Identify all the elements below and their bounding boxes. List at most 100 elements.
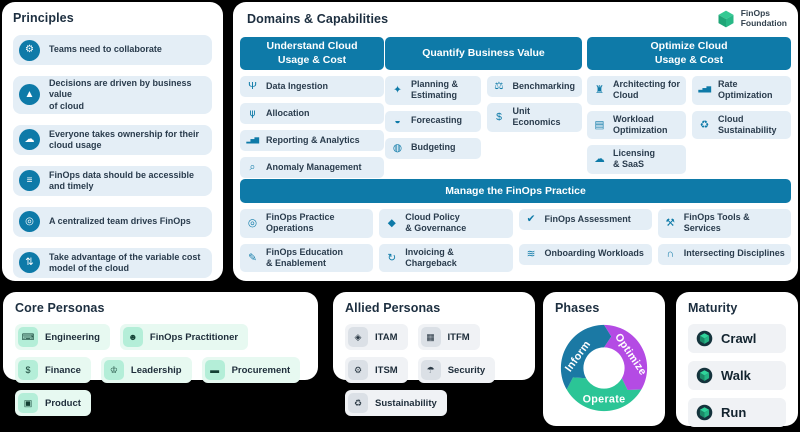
capability-finops-assessment[interactable]: ✔ FinOps Assessment bbox=[518, 209, 652, 230]
phase-segment-optimize[interactable] bbox=[604, 324, 648, 391]
capability-architecting-cloud[interactable]: ♜ Architecting for Cloud bbox=[587, 76, 686, 105]
principle-label: Take advantage of the variable cost mode… bbox=[49, 251, 201, 273]
capability-practice-operations[interactable]: ◎ FinOps Practice Operations bbox=[240, 209, 374, 238]
phase-label-operate: Operate bbox=[583, 393, 626, 405]
finops-cube-icon bbox=[718, 10, 734, 28]
maturity-walk[interactable]: Walk bbox=[688, 361, 786, 390]
maturity-cube-icon bbox=[696, 367, 713, 384]
itfm-icon: ▦ bbox=[420, 327, 441, 347]
persona-leadership[interactable]: ♔ Leadership bbox=[100, 357, 192, 383]
anomaly-management-icon: ⌕ bbox=[249, 161, 256, 174]
principle-data-accessible: ≡ FinOps data should be accessible and t… bbox=[13, 165, 212, 196]
capability-education-enablement[interactable]: ✎ FinOps Education & Enablement bbox=[240, 243, 374, 272]
capability-planning-estimating[interactable]: ✦ Planning & Estimating bbox=[385, 76, 481, 105]
persona-finance[interactable]: $ Finance bbox=[15, 357, 91, 383]
principles-list: ⚙ Teams need to collaborate ▲ Decisions … bbox=[13, 35, 212, 278]
capability-allocation[interactable]: ⋔ Allocation bbox=[240, 103, 384, 124]
capability-cloud-sustainability[interactable]: ♻ Cloud Sustainability bbox=[692, 110, 791, 139]
manage-practice-items: ◎ FinOps Practice Operations ◆ Cloud Pol… bbox=[240, 209, 791, 272]
optimize-items: ♜ Architecting for Cloud ▤ Workload Opti… bbox=[587, 76, 791, 174]
procurement-icon: ▬ bbox=[204, 360, 225, 380]
principle-ownership: ☁ Everyone takes ownership for their clo… bbox=[13, 124, 212, 155]
leadership-icon: ♔ bbox=[103, 360, 124, 380]
maturity-run[interactable]: Run bbox=[688, 398, 786, 427]
phases-title: Phases bbox=[555, 301, 600, 315]
policy-governance-icon: ◆ bbox=[387, 217, 396, 229]
capability-intersecting-disciplines[interactable]: ∩ Intersecting Disciplines bbox=[657, 243, 791, 265]
persona-itfm[interactable]: ▦ ITFM bbox=[417, 324, 480, 350]
allied-personas-list: ◈ ITAM ▦ ITFM ⚙ ITSM ☂ Security ♻ Sustai… bbox=[345, 324, 523, 416]
persona-label: Leadership bbox=[130, 364, 182, 376]
capability-policy-governance[interactable]: ◆ Cloud Policy & Governance bbox=[379, 209, 513, 238]
quantify-right-subcolumn: ⚖ Benchmarking $ Unit Economics bbox=[486, 76, 582, 159]
capability-reporting-analytics[interactable]: ▂▅▇ Reporting & Analytics bbox=[240, 130, 384, 151]
maturity-cube-icon bbox=[696, 330, 713, 347]
capability-budgeting[interactable]: ◍ Budgeting bbox=[385, 137, 481, 159]
principle-label: Everyone takes ownership for their cloud… bbox=[49, 128, 200, 150]
capability-label: Budgeting bbox=[411, 142, 456, 153]
maturity-list: Crawl Walk Run bbox=[688, 324, 786, 427]
capability-data-ingestion[interactable]: Ψ Data Ingestion bbox=[240, 76, 384, 97]
manage-practice-section: Manage the FinOps Practice ◎ FinOps Prac… bbox=[240, 179, 791, 272]
forecasting-icon: ◒ bbox=[394, 114, 401, 127]
persona-sustainability[interactable]: ♻ Sustainability bbox=[345, 390, 447, 416]
allied-personas-card: Allied Personas ◈ ITAM ▦ ITFM ⚙ ITSM ☂ S… bbox=[333, 292, 535, 416]
allocation-icon: ⋔ bbox=[248, 107, 257, 120]
capability-label: FinOps Education & Enablement bbox=[266, 246, 344, 268]
reporting-analytics-icon: ▂▅▇ bbox=[246, 137, 259, 144]
capability-workload-optimization[interactable]: ▤ Workload Optimization bbox=[587, 110, 686, 139]
domains-capabilities-card: Domains & Capabilities FinOps Foundation… bbox=[233, 2, 798, 281]
understand-header: Understand Cloud Usage & Cost bbox=[240, 37, 384, 70]
security-icon: ☂ bbox=[420, 360, 441, 380]
capability-anomaly-management[interactable]: ⌕ Anomaly Management bbox=[240, 157, 384, 178]
phases-cycle-chart: Inform Optimize Operate bbox=[560, 324, 649, 412]
capability-benchmarking[interactable]: ⚖ Benchmarking bbox=[486, 76, 582, 97]
quantify-header: Quantify Business Value bbox=[385, 37, 582, 70]
persona-label: ITSM bbox=[375, 364, 398, 376]
principle-centralized-team: ◎ A centralized team drives FinOps bbox=[13, 206, 212, 237]
principle-label: FinOps data should be accessible and tim… bbox=[49, 169, 195, 191]
capability-label: Reporting & Analytics bbox=[266, 134, 360, 145]
data-accessible-icon: ≡ bbox=[19, 170, 40, 192]
capability-rate-optimization[interactable]: ▃▅▇ Rate Optimization bbox=[692, 76, 791, 105]
capability-label: Anomaly Management bbox=[266, 161, 362, 172]
capability-invoicing-chargeback[interactable]: ↻ Invoicing & Chargeback bbox=[379, 243, 513, 272]
capability-label: Licensing & SaaS bbox=[613, 148, 656, 170]
assessment-icon: ✔ bbox=[526, 213, 536, 226]
principle-label: Teams need to collaborate bbox=[49, 44, 162, 55]
engineering-icon: ⌨ bbox=[18, 327, 38, 347]
maturity-title: Maturity bbox=[688, 301, 738, 315]
understand-items: Ψ Data Ingestion ⋔ Allocation ▂▅▇ Report… bbox=[240, 76, 384, 178]
itsm-icon: ⚙ bbox=[348, 360, 368, 380]
allied-personas-title: Allied Personas bbox=[345, 301, 441, 315]
benchmarking-icon: ⚖ bbox=[494, 80, 504, 93]
capability-forecasting[interactable]: ◒ Forecasting bbox=[385, 110, 481, 132]
capability-label: Intersecting Disciplines bbox=[683, 248, 785, 259]
persona-procurement[interactable]: ▬ Procurement bbox=[201, 357, 301, 383]
sustainability-icon: ♻ bbox=[348, 393, 368, 413]
persona-product[interactable]: ▣ Product bbox=[15, 390, 91, 416]
persona-label: Engineering bbox=[45, 331, 100, 343]
persona-security[interactable]: ☂ Security bbox=[417, 357, 496, 383]
capability-label: Invoicing & Chargeback bbox=[405, 246, 457, 268]
capability-label: Onboarding Workloads bbox=[544, 248, 644, 259]
finops-practitioner-icon: ☻ bbox=[122, 327, 143, 347]
capability-onboarding-workloads[interactable]: ≋ Onboarding Workloads bbox=[518, 243, 652, 265]
maturity-crawl[interactable]: Crawl bbox=[688, 324, 786, 353]
capability-unit-economics[interactable]: $ Unit Economics bbox=[486, 103, 582, 132]
understand-column: Understand Cloud Usage & Cost Ψ Data Ing… bbox=[240, 37, 384, 178]
phase-segment-inform[interactable] bbox=[560, 324, 612, 390]
persona-engineering[interactable]: ⌨ Engineering bbox=[15, 324, 110, 350]
rate-optimization-icon: ▃▅▇ bbox=[698, 87, 711, 94]
maturity-cube-icon bbox=[696, 404, 713, 421]
principle-label: A centralized team drives FinOps bbox=[49, 216, 191, 227]
persona-finops-practitioner[interactable]: ☻ FinOps Practitioner bbox=[119, 324, 249, 350]
persona-itam[interactable]: ◈ ITAM bbox=[345, 324, 408, 350]
persona-label: FinOps Practitioner bbox=[149, 331, 239, 343]
persona-itsm[interactable]: ⚙ ITSM bbox=[345, 357, 408, 383]
capability-label: Architecting for Cloud bbox=[613, 79, 681, 101]
capability-tools-services[interactable]: ⚒ FinOps Tools & Services bbox=[657, 209, 791, 238]
workload-optimization-icon: ▤ bbox=[594, 118, 605, 131]
capability-licensing-saas[interactable]: ☁ Licensing & SaaS bbox=[587, 145, 686, 174]
phase-segment-operate[interactable] bbox=[566, 377, 642, 412]
